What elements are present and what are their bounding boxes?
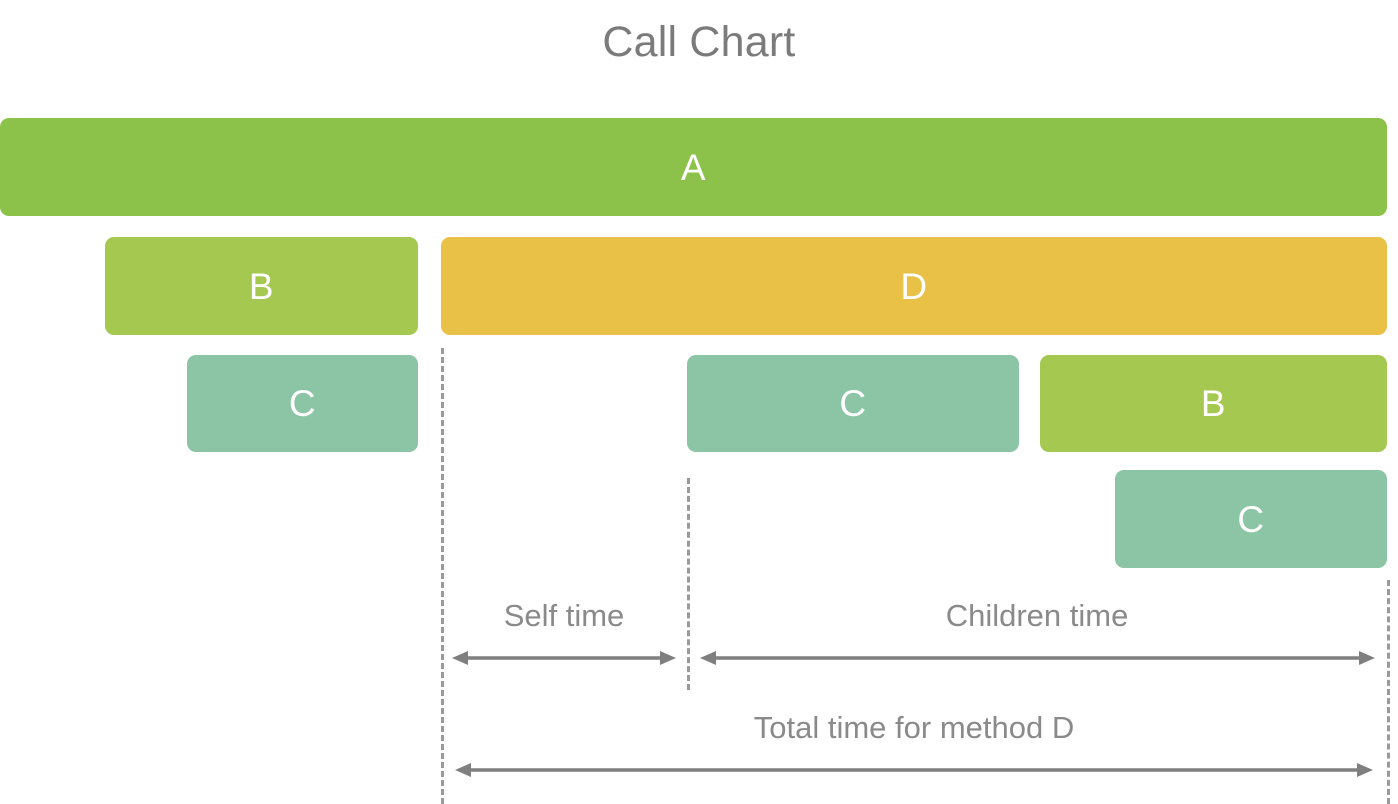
call-frame-c-level3[interactable]: C — [1115, 470, 1387, 568]
call-frame-label: B — [1200, 383, 1227, 424]
call-frame-label: C — [288, 383, 317, 424]
self-time-label: Self time — [503, 598, 625, 633]
children-time-arrow — [700, 646, 1375, 670]
children-time-label: Children time — [945, 598, 1129, 633]
call-frame-b-level1[interactable]: B — [105, 237, 418, 335]
call-frame-a-level0[interactable]: A — [0, 118, 1387, 216]
call-frame-label: C — [839, 383, 867, 424]
guide-line-self-children-split — [687, 478, 690, 690]
call-frame-d-level1[interactable]: D — [441, 237, 1387, 335]
call-frame-c-level2-first[interactable]: C — [187, 355, 418, 452]
page-title: Call Chart — [602, 18, 796, 66]
call-frame-label: C — [1237, 498, 1265, 540]
guide-line-d-end — [1387, 580, 1390, 804]
call-frame-label: B — [248, 265, 275, 307]
total-time-arrow — [455, 758, 1373, 782]
total-time-label: Total time for method D — [753, 710, 1075, 745]
guide-line-d-start — [441, 348, 444, 804]
call-frame-b-level2[interactable]: B — [1040, 355, 1387, 452]
call-frame-label: A — [680, 146, 707, 188]
call-frame-c-level2-second[interactable]: C — [687, 355, 1019, 452]
self-time-arrow — [452, 646, 676, 670]
call-frame-label: D — [900, 265, 928, 307]
